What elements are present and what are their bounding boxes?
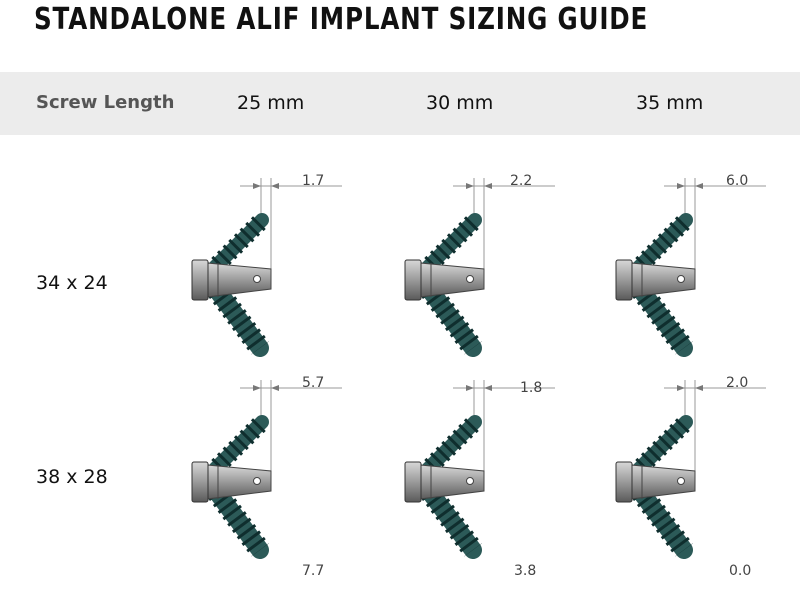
implant-diagram: 1.8 [395,370,565,570]
column-35mm: 35 mm [636,92,704,114]
bottom-value: 0.0 [729,563,752,579]
offset-value: 6.0 [726,173,748,189]
bottom-value: 3.8 [514,563,537,579]
screw-length-header: Screw Length 25 mm 30 mm 35 mm [0,72,800,135]
implant-diagram: 6.0 [606,168,776,368]
offset-value: 2.0 [726,375,748,391]
column-25mm: 25 mm [237,92,305,114]
bottom-value: 7.7 [302,563,325,579]
screw-length-label: Screw Length [36,92,175,113]
column-30mm: 30 mm [426,92,494,114]
implant-diagram: 1.7 [182,168,352,368]
row-label-38x28: 38 x 28 [36,466,108,488]
implant-diagram: 2.2 [395,168,565,368]
offset-value: 2.2 [510,173,532,189]
implant-diagram: 2.0 [606,370,776,570]
row-label-34x24: 34 x 24 [36,272,108,294]
offset-value: 5.7 [302,375,324,391]
offset-value: 1.8 [520,380,542,396]
implant-diagram: 5.7 [182,370,352,570]
page-title: STANDALONE ALIF IMPLANT SIZING GUIDE [34,2,649,37]
offset-value: 1.7 [302,173,324,189]
